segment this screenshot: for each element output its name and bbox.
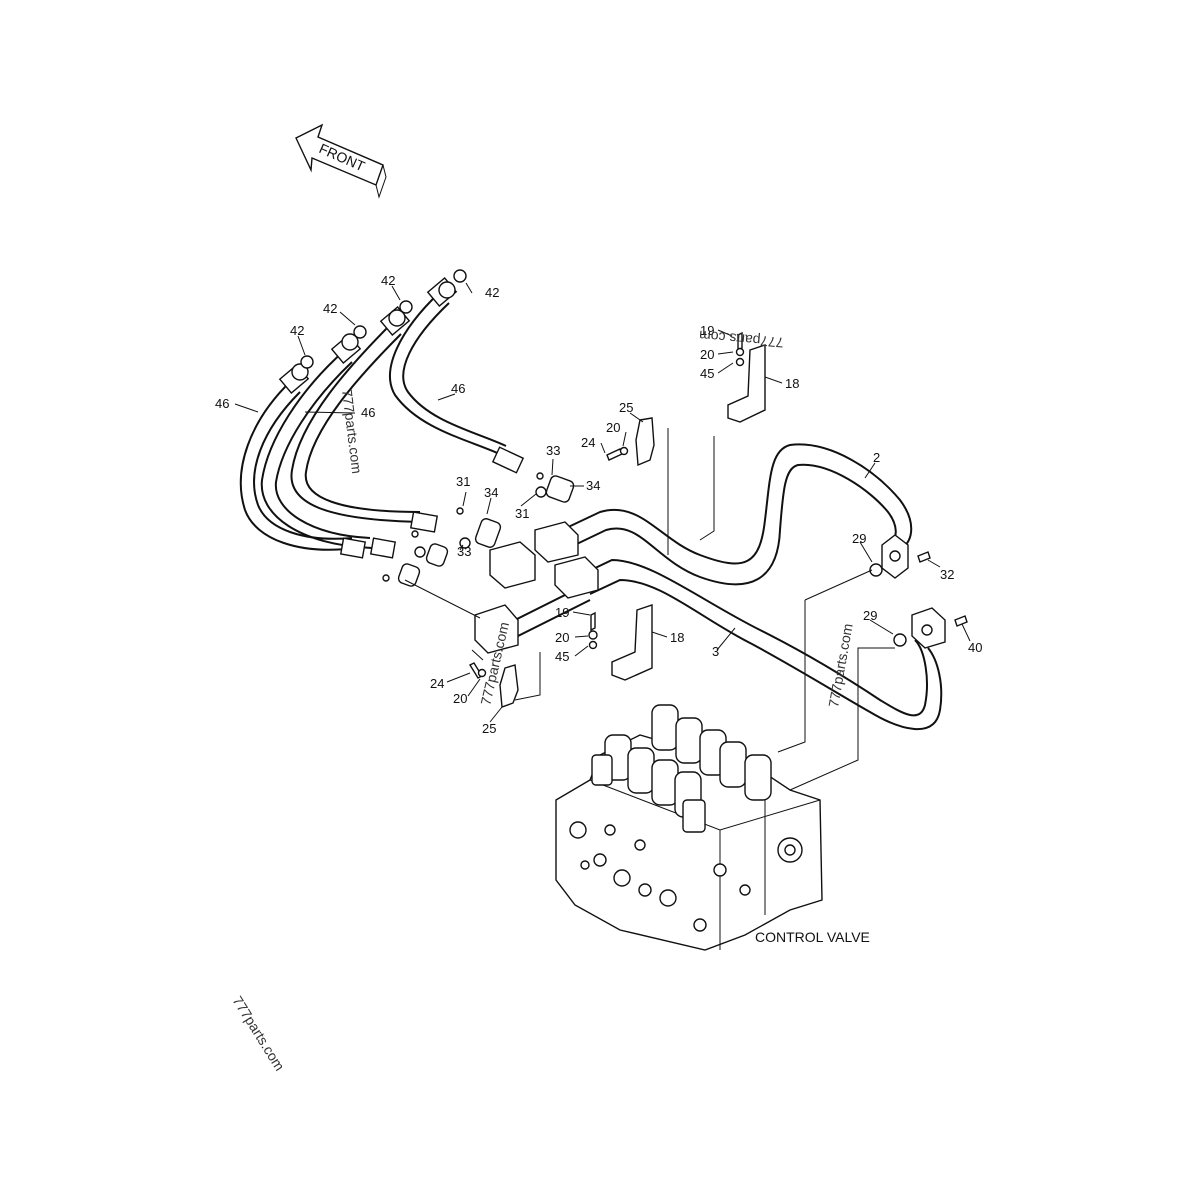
callout-25-bot: 25 xyxy=(482,721,496,736)
o-ring-42d xyxy=(453,269,467,283)
callout-46-b: 46 xyxy=(361,405,375,420)
flange-34b xyxy=(474,518,502,548)
callout-45-mid: 45 xyxy=(555,649,569,664)
watermark-4: 777parts.com xyxy=(825,622,855,708)
callout-2: 2 xyxy=(873,450,880,465)
clamp-top xyxy=(635,417,655,467)
callout-45-top: 45 xyxy=(700,366,714,381)
callout-19-top: 19 xyxy=(700,323,714,338)
callout-42-a: 42 xyxy=(290,323,304,338)
hose-third xyxy=(290,321,421,523)
callout-18-top: 18 xyxy=(785,376,799,391)
clamp-bot xyxy=(499,664,519,708)
callout-29-a: 29 xyxy=(852,531,866,546)
bracket-top xyxy=(727,344,766,423)
callout-18-mid: 18 xyxy=(670,630,684,645)
clamp-block-1 xyxy=(489,541,536,589)
callout-33-a: 33 xyxy=(546,443,560,458)
hose-outer xyxy=(239,379,356,551)
flange-34a xyxy=(545,475,575,503)
callout-31-a: 31 xyxy=(456,474,470,489)
callout-24-top: 24 xyxy=(581,435,595,450)
callout-20-clamp-top: 20 xyxy=(606,420,620,435)
o-ring-29a xyxy=(869,563,883,577)
o-ring-42a xyxy=(300,355,314,369)
hose-fourth xyxy=(389,291,503,456)
watermarks: 777parts.com 777parts.com 777parts.com 7… xyxy=(229,328,855,1074)
front-arrow-icon: FRONT xyxy=(295,123,387,199)
watermark-2: 777parts.com xyxy=(698,328,784,351)
callout-46-c: 46 xyxy=(451,381,465,396)
watermark-1: 777parts.com xyxy=(339,388,365,474)
pipe-3 xyxy=(569,558,928,717)
hose-o-rings xyxy=(300,269,467,369)
callout-33-b: 33 xyxy=(457,544,471,559)
valve-spools xyxy=(591,704,772,833)
pipe-2 xyxy=(544,443,913,565)
control-valve xyxy=(555,704,823,951)
hose-group xyxy=(239,277,525,559)
watermark-5: 777parts.com xyxy=(229,993,288,1073)
callout-42-b: 42 xyxy=(323,301,337,316)
callout-46-a: 46 xyxy=(215,396,229,411)
bracket-mid xyxy=(611,604,653,681)
o-ring-29b xyxy=(893,633,907,647)
hose-second xyxy=(260,349,373,549)
o-ring-42c xyxy=(399,300,413,314)
callout-34-b: 34 xyxy=(484,485,498,500)
callout-42-d: 42 xyxy=(485,285,499,300)
callout-labels: 42 42 42 42 46 46 46 19 20 45 18 25 24 2… xyxy=(215,273,982,736)
callout-3: 3 xyxy=(712,644,719,659)
callout-19-mid: 19 xyxy=(555,605,569,620)
leader-lines xyxy=(234,282,971,791)
control-valve-label: CONTROL VALVE xyxy=(755,929,870,945)
pipe-end-flanges xyxy=(869,534,968,649)
callout-29-b: 29 xyxy=(863,608,877,623)
callout-40: 40 xyxy=(968,640,982,655)
callout-20-bot: 20 xyxy=(453,691,467,706)
callout-24-bot: 24 xyxy=(430,676,444,691)
callout-20-mid: 20 xyxy=(555,630,569,645)
callout-20-top: 20 xyxy=(700,347,714,362)
valve-ports xyxy=(569,821,803,932)
callout-34-a: 34 xyxy=(586,478,600,493)
steel-pipes xyxy=(504,443,943,731)
clamp-blocks xyxy=(474,521,599,654)
callout-42-c: 42 xyxy=(381,273,395,288)
callout-32: 32 xyxy=(940,567,954,582)
callout-25-top: 25 xyxy=(619,400,633,415)
callout-31-b: 31 xyxy=(515,506,529,521)
brackets xyxy=(469,331,766,708)
o-ring-42b xyxy=(353,325,367,339)
flanges xyxy=(382,472,575,587)
